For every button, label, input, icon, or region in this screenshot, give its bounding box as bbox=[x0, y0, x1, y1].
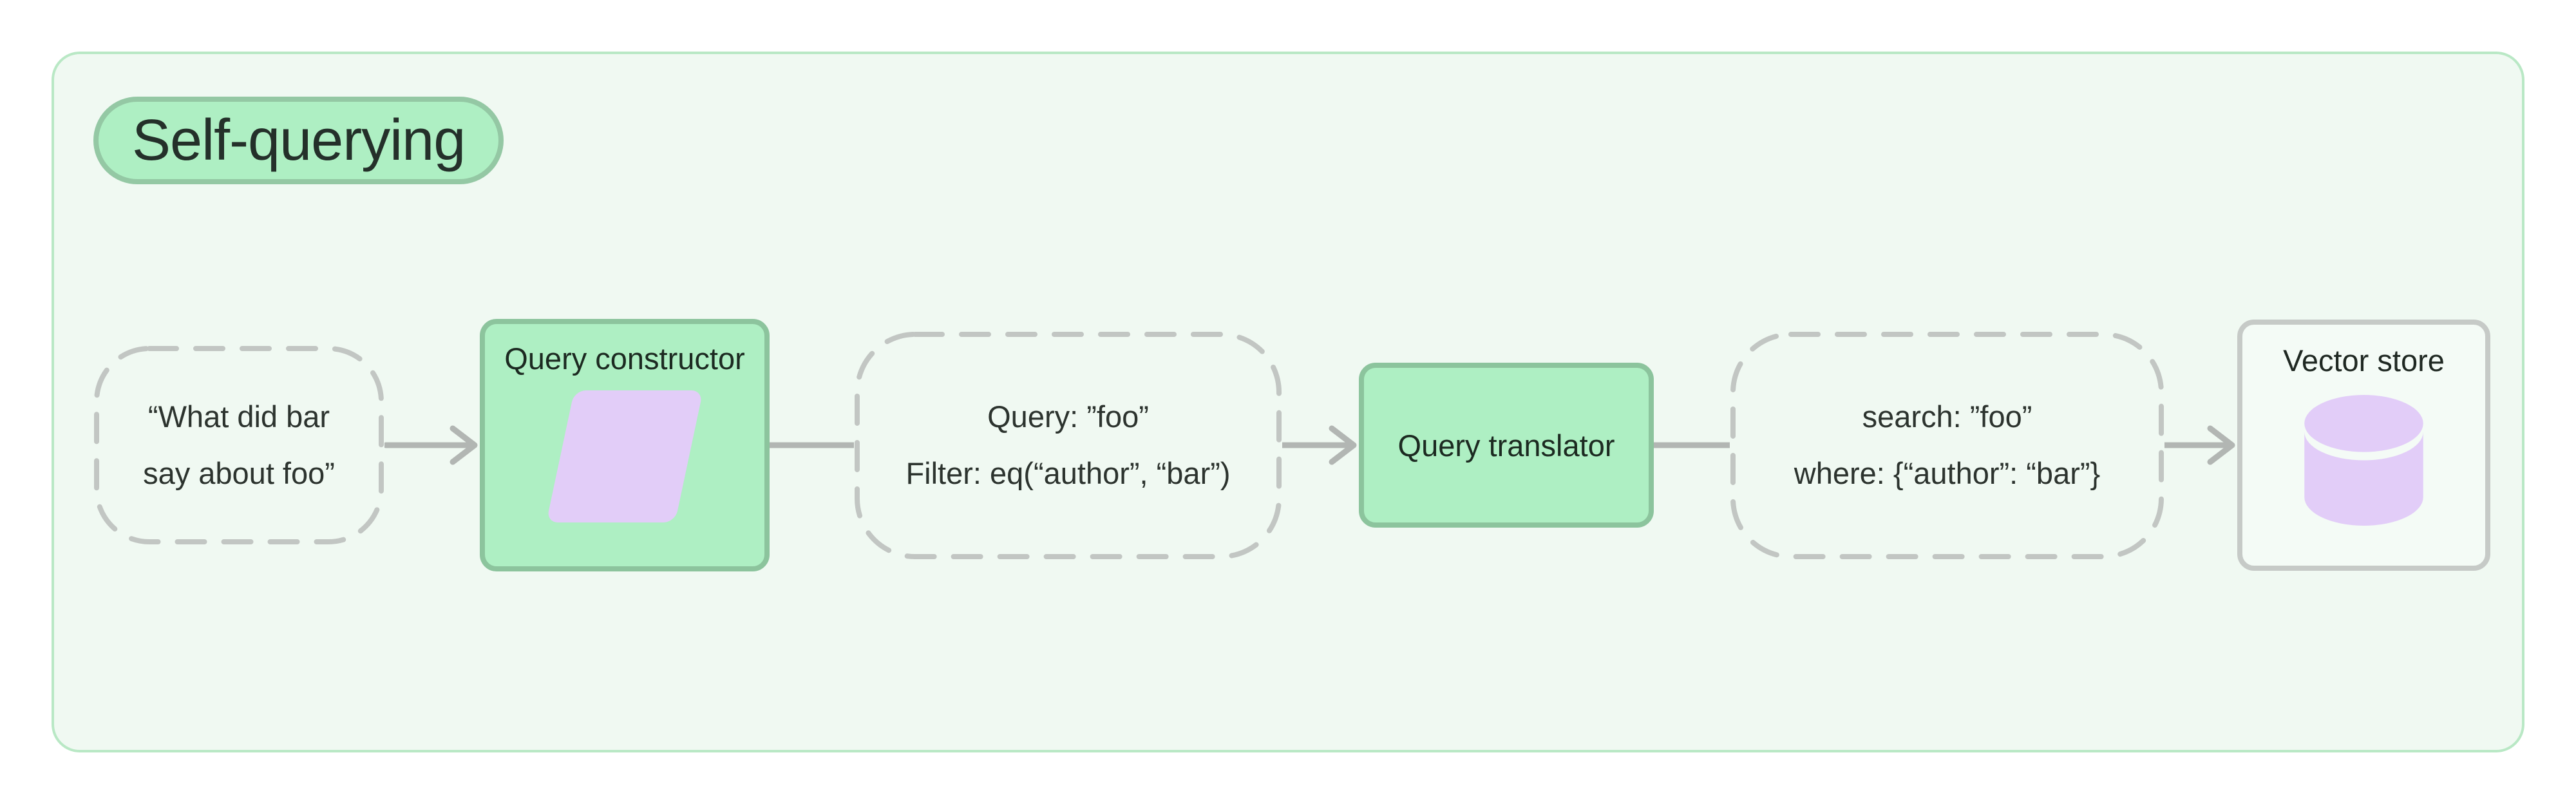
translated-query-line-1: search: ”foo” bbox=[1862, 399, 2032, 434]
user-question-line-1: “What did bar bbox=[147, 399, 330, 434]
node-structured-query: Query: ”foo” Filter: eq(“author”, “bar”) bbox=[854, 331, 1282, 560]
translated-query-line-2: where: {“author”: “bar”} bbox=[1794, 456, 2101, 490]
translated-query-text: search: ”foo” where: {“author”: “bar”} bbox=[1794, 388, 2100, 502]
flow-row: “What did bar say about foo” Query const… bbox=[93, 319, 2490, 571]
query-constructor-label: Query constructor bbox=[504, 341, 745, 376]
flow-arrow-2 bbox=[1282, 425, 1357, 465]
user-question-line-2: say about foo” bbox=[143, 456, 335, 490]
node-user-question: “What did bar say about foo” bbox=[93, 345, 384, 545]
diagram-title-badge: Self-querying bbox=[93, 97, 504, 184]
node-query-constructor: Query constructor bbox=[480, 319, 770, 571]
parallelogram-icon bbox=[546, 390, 703, 522]
structured-query-line-2: Filter: eq(“author”, “bar”) bbox=[905, 456, 1231, 490]
flow-arrow-1 bbox=[384, 425, 478, 465]
flow-arrow-3 bbox=[2164, 425, 2235, 465]
diagram-title: Self-querying bbox=[132, 108, 466, 173]
node-vector-store: Vector store bbox=[2237, 320, 2490, 571]
flow-line-2 bbox=[1654, 442, 1730, 448]
flow-line-1 bbox=[770, 442, 854, 448]
database-icon bbox=[2304, 395, 2423, 526]
dashed-border bbox=[855, 331, 1282, 559]
self-querying-panel: Self-querying “What did bar say about fo… bbox=[52, 52, 2524, 752]
user-question-text: “What did bar say about foo” bbox=[143, 388, 335, 502]
query-translator-label: Query translator bbox=[1397, 428, 1615, 463]
structured-query-line-1: Query: ”foo” bbox=[987, 399, 1149, 434]
node-query-translator: Query translator bbox=[1359, 363, 1654, 528]
node-translated-query: search: ”foo” where: {“author”: “bar”} bbox=[1730, 331, 2164, 560]
vector-store-label: Vector store bbox=[2283, 343, 2445, 378]
dashed-border bbox=[94, 346, 384, 544]
dashed-border bbox=[1730, 331, 2164, 559]
structured-query-text: Query: ”foo” Filter: eq(“author”, “bar”) bbox=[905, 388, 1230, 502]
